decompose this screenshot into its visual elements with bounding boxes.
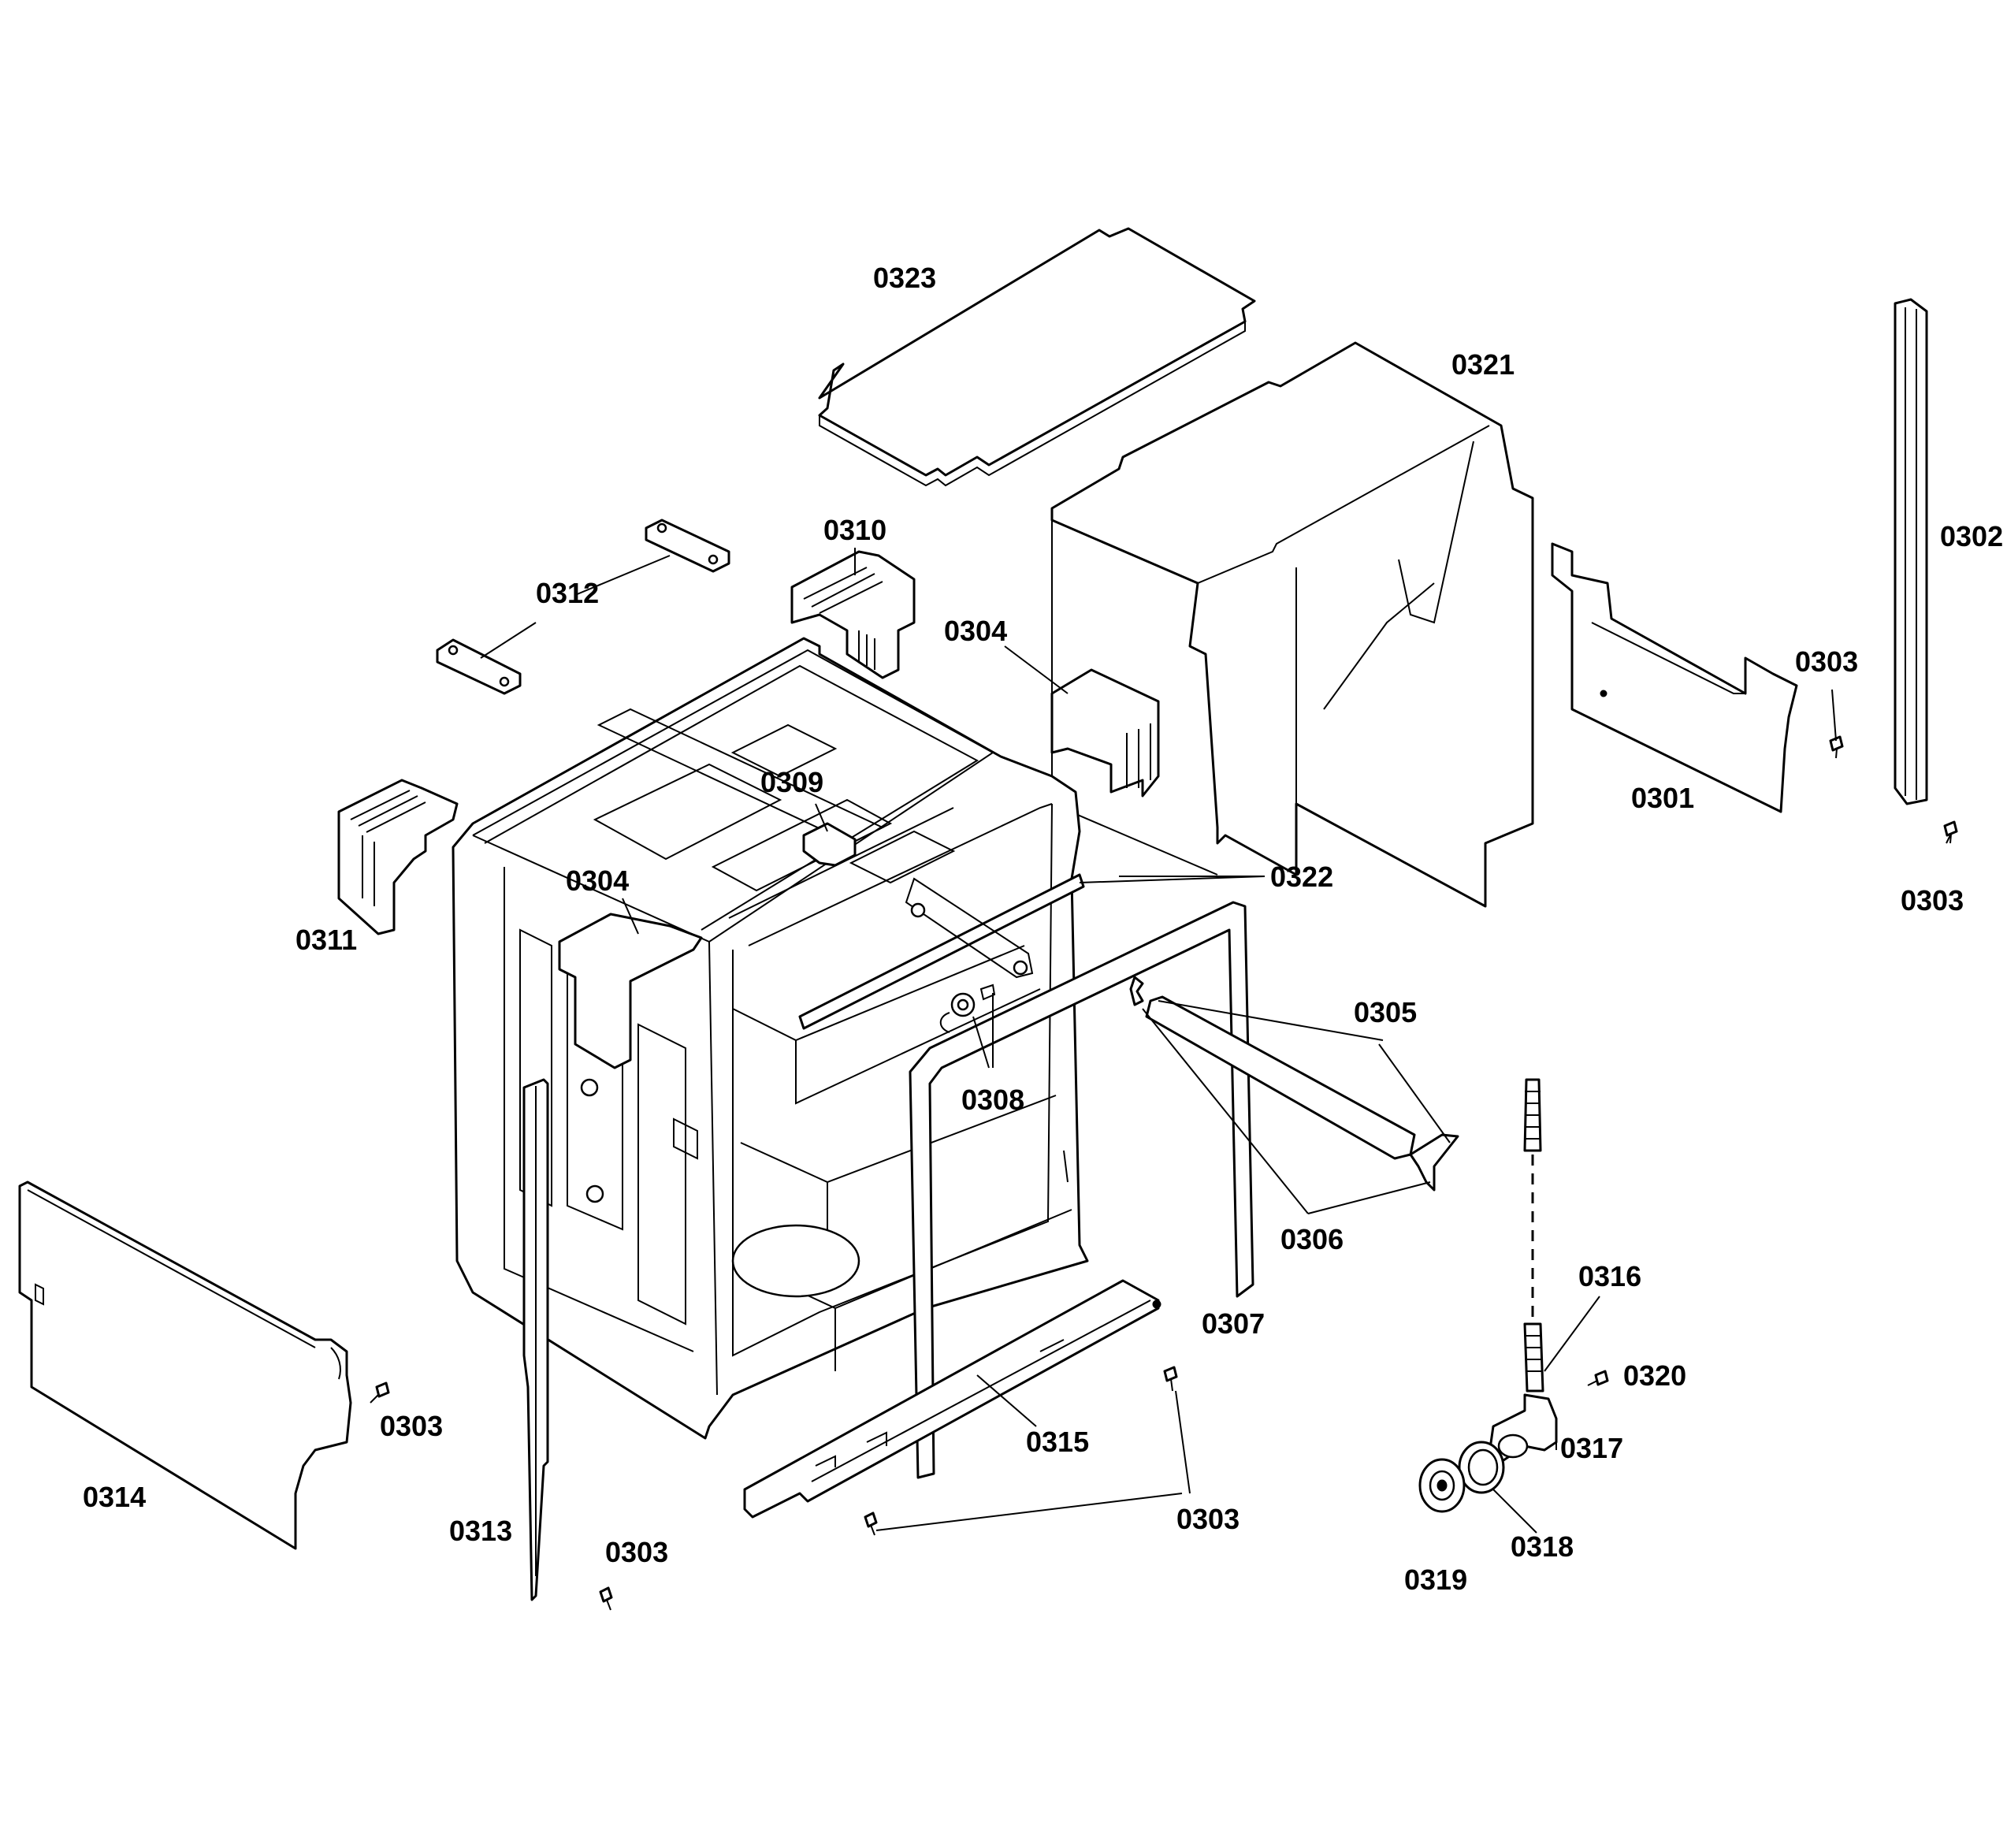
part-0305-rail bbox=[1129, 976, 1459, 1192]
label-0315: 0315 bbox=[1026, 1426, 1089, 1458]
label-0303-right-panel: 0303 bbox=[1795, 645, 1858, 678]
label-0319: 0319 bbox=[1404, 1564, 1467, 1596]
label-0309: 0309 bbox=[760, 766, 823, 798]
label-0322: 0322 bbox=[1270, 861, 1333, 893]
part-0309-clip bbox=[802, 822, 857, 867]
part-0313-side-strip bbox=[522, 1078, 549, 1601]
screw-icon bbox=[864, 1511, 878, 1536]
label-0306: 0306 bbox=[1280, 1223, 1344, 1255]
screw-icon bbox=[1163, 1366, 1178, 1392]
screw-icon bbox=[1943, 820, 1958, 844]
screw-icon bbox=[599, 1586, 613, 1611]
label-0316: 0316 bbox=[1578, 1260, 1641, 1292]
part-0312-clip-upper bbox=[645, 519, 730, 573]
part-0319-cap bbox=[1418, 1458, 1466, 1513]
label-0321: 0321 bbox=[1451, 348, 1515, 381]
part-0311-bracket bbox=[337, 779, 459, 935]
label-0310: 0310 bbox=[823, 514, 886, 546]
label-0305: 0305 bbox=[1354, 996, 1417, 1028]
part-0316-hose bbox=[1523, 1078, 1544, 1393]
part-0320-screw bbox=[1587, 1370, 1609, 1386]
part-0321-insulation-housing bbox=[1050, 341, 1534, 908]
label-0303-bottom-left: 0303 bbox=[605, 1536, 668, 1568]
label-0308: 0308 bbox=[961, 1084, 1024, 1116]
label-0318: 0318 bbox=[1511, 1530, 1574, 1563]
part-0303-screws bbox=[370, 735, 1958, 1611]
screw-icon bbox=[370, 1381, 390, 1404]
label-0312: 0312 bbox=[536, 577, 599, 609]
label-0304-right: 0304 bbox=[944, 615, 1007, 647]
label-0307: 0307 bbox=[1202, 1307, 1265, 1340]
part-0312-clip-lower bbox=[436, 638, 522, 695]
part-0304-bracket-left bbox=[558, 913, 703, 1069]
part-0310-bracket bbox=[790, 550, 916, 679]
label-0303-front-panel: 0303 bbox=[380, 1410, 443, 1442]
part-0307-door-seal bbox=[909, 901, 1254, 1479]
leader-lines bbox=[480, 548, 1951, 1534]
part-0314-front-panel bbox=[18, 1181, 352, 1550]
label-0311: 0311 bbox=[295, 924, 357, 956]
label-0323: 0323 bbox=[873, 262, 936, 294]
label-0317: 0317 bbox=[1560, 1432, 1623, 1464]
callout-labels: 0323 0321 0302 0310 0312 0304 0304 0303 … bbox=[83, 262, 2003, 1596]
label-0313: 0313 bbox=[449, 1515, 512, 1547]
part-0301-side-panel bbox=[1551, 542, 1798, 813]
part-0318-ring bbox=[1458, 1441, 1505, 1494]
part-0317-elbow bbox=[1488, 1393, 1558, 1463]
label-0314: 0314 bbox=[83, 1481, 146, 1513]
part-0304-bracket-right bbox=[1050, 668, 1160, 798]
part-0315-bottom-bracket bbox=[743, 1279, 1161, 1519]
screw-icon bbox=[1829, 735, 1844, 759]
label-0303-bottom: 0303 bbox=[1176, 1503, 1240, 1535]
label-0301: 0301 bbox=[1631, 782, 1694, 814]
label-0304-left: 0304 bbox=[566, 865, 629, 897]
label-0320: 0320 bbox=[1623, 1359, 1686, 1392]
part-0323-top-plate bbox=[818, 227, 1256, 487]
label-0303-side-strip: 0303 bbox=[1901, 884, 1964, 917]
label-0302: 0302 bbox=[1940, 520, 2003, 552]
part-0308-fittings bbox=[939, 983, 996, 1033]
part-0322-rail bbox=[798, 873, 1085, 1030]
part-0302-side-strip bbox=[1894, 298, 1928, 805]
